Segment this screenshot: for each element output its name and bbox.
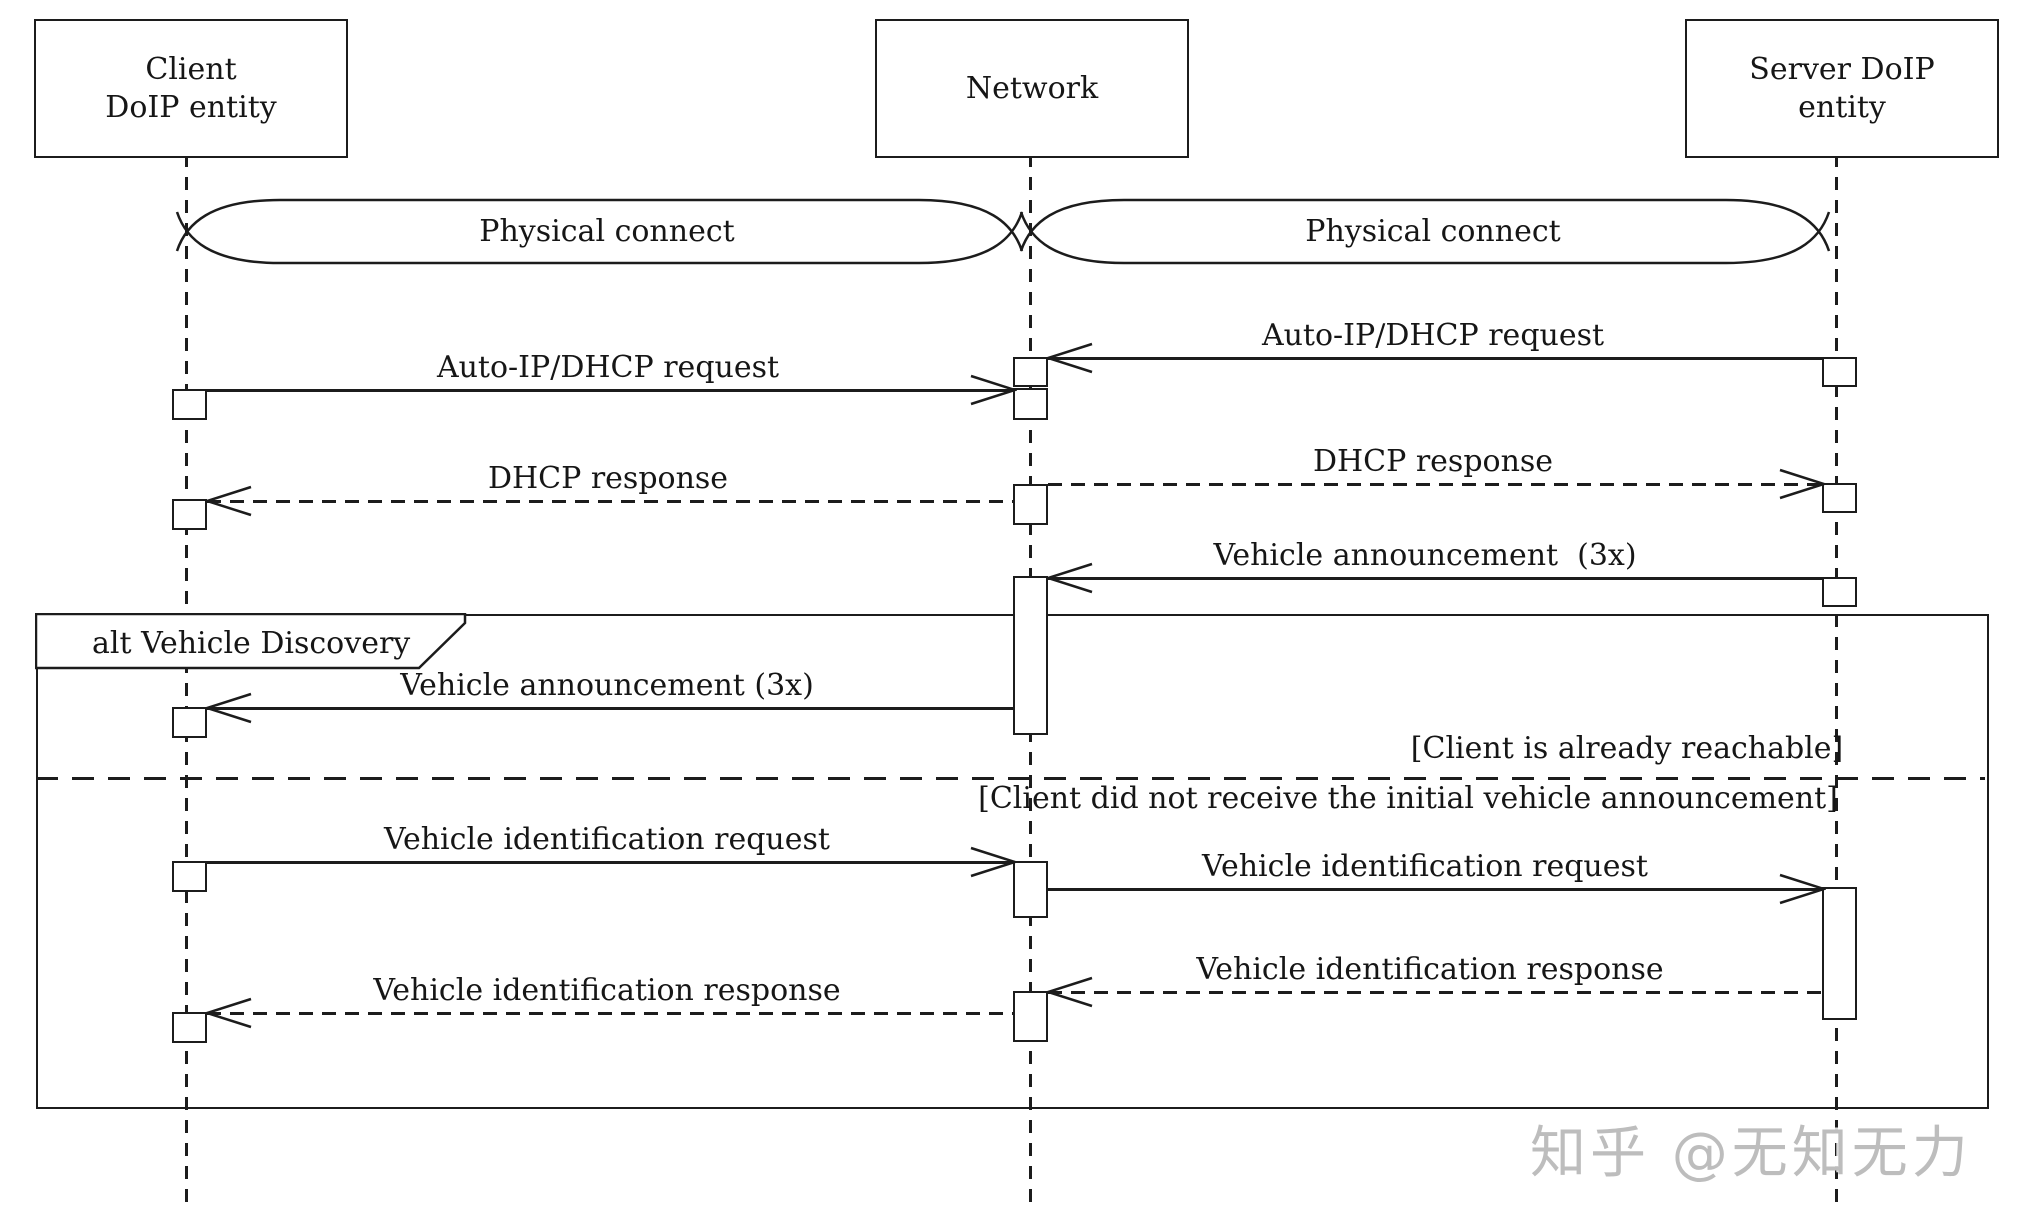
participant-network-label: Network: [965, 70, 1099, 106]
message-line-dhcp-left: [207, 500, 1013, 503]
activation-client-id-response: [172, 1012, 207, 1043]
physical-connect-capsule-left: [175, 198, 1024, 265]
activation-server-announce: [1822, 577, 1857, 607]
participant-client-label-line1: Client: [145, 51, 237, 87]
alt-fragment-divider: [36, 777, 1985, 780]
physical-connect-label-right: Physical connect: [1305, 214, 1561, 249]
message-label-autoip-right: Auto-IP/DHCP request: [1261, 318, 1605, 353]
message-line-id-request-right: [1048, 888, 1822, 891]
participant-client-label-line2: DoIP entity: [105, 89, 277, 125]
alt-fragment-tab: [35, 613, 467, 670]
message-line-autoip-right: [1048, 357, 1822, 360]
message-line-announce-left: [207, 707, 1013, 710]
participant-network-box: Network: [875, 19, 1189, 158]
activation-client-autoip: [172, 389, 207, 420]
message-line-autoip-left: [207, 389, 1013, 392]
participant-server-label-line2: entity: [1798, 89, 1886, 125]
message-line-dhcp-right: [1048, 483, 1822, 486]
participant-server-label-line1: Server DoIP: [1749, 51, 1935, 87]
activation-client-announce: [172, 707, 207, 738]
message-label-id-request-right: Vehicle identification request: [1202, 849, 1648, 884]
message-label-announce-right: Vehicle announcement (3x): [1213, 538, 1637, 573]
activation-network-announce: [1013, 576, 1048, 735]
physical-connect-capsule-right: [1019, 198, 1831, 265]
message-line-id-response-right: [1048, 991, 1822, 994]
activation-network-autoip-right: [1013, 357, 1048, 387]
arrowhead-left-icon: [1046, 342, 1093, 374]
alt-fragment-frame: [36, 614, 1989, 1109]
arrowhead-right-icon: [1779, 468, 1826, 500]
arrowhead-right-icon: [1779, 873, 1826, 905]
alt-guard-client-reachable: [Client is already reachable]: [1410, 731, 1844, 766]
message-label-autoip-left: Auto-IP/DHCP request: [436, 350, 780, 385]
alt-fragment-operator-label: alt Vehicle Discovery: [92, 626, 411, 661]
activation-network-id-request: [1013, 861, 1048, 918]
arrowhead-left-icon: [205, 692, 252, 724]
activation-network-id-response: [1013, 991, 1048, 1042]
activation-network-autoip-left: [1013, 388, 1048, 420]
participant-server-box: Server DoIP entity: [1685, 19, 1999, 158]
arrowhead-left-icon: [1046, 976, 1093, 1008]
arrowhead-left-icon: [205, 485, 252, 517]
alt-guard-no-announcement: [Client did not receive the initial vehi…: [978, 781, 1838, 816]
activation-server-dhcp: [1822, 483, 1857, 513]
arrowhead-right-icon: [970, 374, 1017, 406]
activation-client-id-request: [172, 861, 207, 892]
lifeline-client: [185, 154, 188, 1211]
message-line-id-response-left: [207, 1012, 1013, 1015]
message-line-announce-right: [1048, 577, 1822, 580]
activation-client-dhcp: [172, 499, 207, 530]
message-label-id-response-right: Vehicle identification response: [1196, 952, 1664, 987]
message-label-dhcp-left: DHCP response: [487, 461, 729, 496]
message-label-announce-left: Vehicle announcement (3x): [400, 668, 814, 703]
participant-client-box: Client DoIP entity: [34, 19, 348, 158]
message-label-id-request-left: Vehicle identification request: [384, 822, 830, 857]
arrowhead-left-icon: [1046, 562, 1093, 594]
activation-server-id: [1822, 887, 1857, 1020]
arrowhead-right-icon: [970, 846, 1017, 878]
physical-connect-label-left: Physical connect: [479, 214, 735, 249]
message-line-id-request-left: [207, 861, 1013, 864]
lifeline-server: [1835, 154, 1838, 1211]
activation-network-dhcp: [1013, 484, 1048, 525]
message-label-id-response-left: Vehicle identification response: [373, 973, 841, 1008]
activation-server-autoip: [1822, 357, 1857, 387]
watermark-text: 知乎 @无知无力: [1530, 1121, 1972, 1186]
arrowhead-left-icon: [205, 997, 252, 1029]
message-label-dhcp-right: DHCP response: [1312, 444, 1554, 479]
